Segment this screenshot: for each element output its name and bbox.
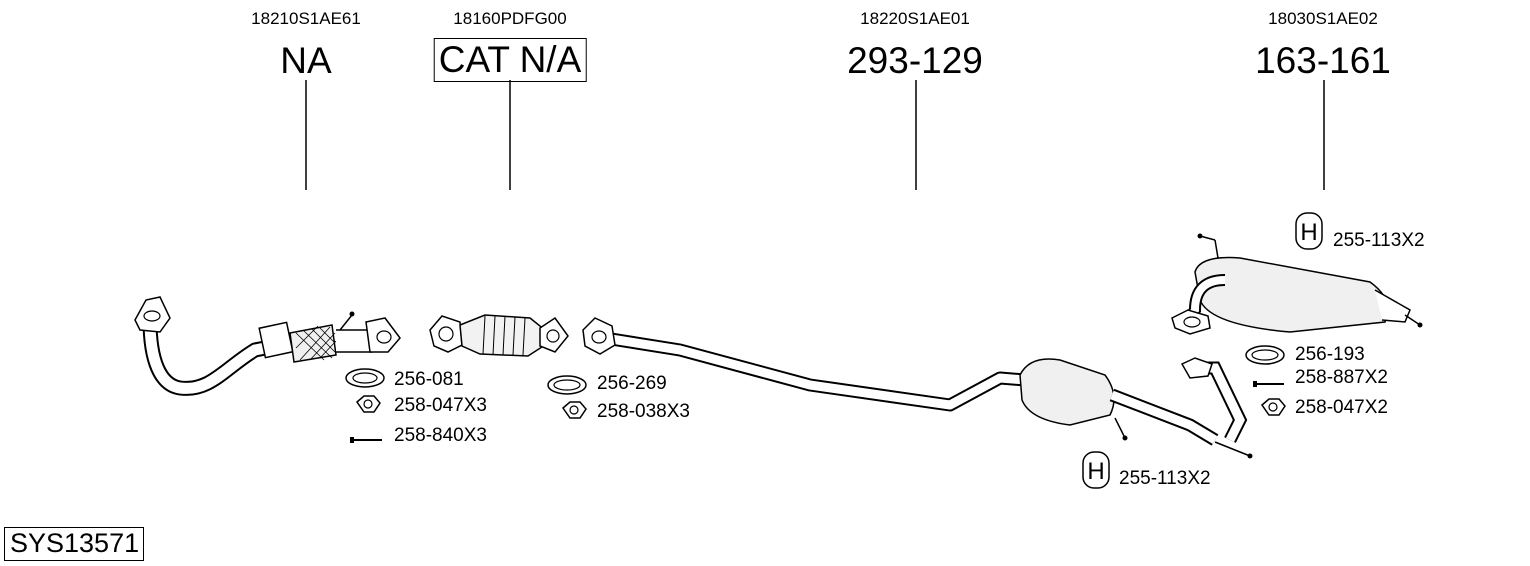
gasket-ring-icon [1245,345,1285,365]
catalyst-drawing[interactable] [429,314,569,357]
oem-number-front-pipe: 18210S1AE61 [251,9,361,28]
leader-lines [305,80,1325,190]
rubber-hanger-icon: H [1295,212,1323,250]
system-id-label: SYS13571 [4,527,145,561]
oem-number-centre-silencer: 18220S1AE01 [860,9,970,28]
gasket-ring-icon [345,368,385,388]
fitting-label[interactable]: 256-193 [1295,344,1365,365]
fitting-label[interactable]: 255-113X2 [1119,468,1211,489]
fitting-label[interactable]: 258-047X3 [394,395,487,416]
fitting-label[interactable]: 255-113X2 [1333,230,1425,251]
oem-number-rear-silencer: 18030S1AE02 [1268,9,1378,28]
rear-silencer-drawing[interactable] [1171,233,1423,459]
fitting-label[interactable]: 258-047X2 [1295,397,1388,418]
part-number-catalyst[interactable]: CAT N/A [433,38,587,82]
fitting-label[interactable]: 258-887X2 [1295,367,1388,388]
part-number-rear-silencer[interactable]: 163-161 [1255,40,1391,81]
hex-nut-icon [355,395,381,413]
gasket-ring-icon [547,375,587,395]
fitting-label[interactable]: 258-038X3 [597,401,690,422]
front-pipe-drawing[interactable] [134,296,401,396]
part-number-front-pipe[interactable]: NA [280,40,332,81]
fitting-label[interactable]: 256-081 [394,369,464,390]
fitting-label[interactable]: 258-840X3 [394,425,487,446]
svg-text:H: H [1087,458,1104,485]
part-number-centre-silencer[interactable]: 293-129 [847,40,983,81]
centre-silencer-drawing[interactable] [582,317,1219,446]
hex-nut-icon [561,401,587,419]
svg-text:H: H [1300,219,1317,246]
hex-nut-icon [1260,398,1286,416]
rubber-hanger-icon: H [1082,451,1110,489]
fitting-label[interactable]: 256-269 [597,373,667,394]
bolt-icon [1253,381,1284,387]
bolt-icon [350,437,382,443]
oem-number-catalyst: 18160PDFG00 [453,9,567,28]
